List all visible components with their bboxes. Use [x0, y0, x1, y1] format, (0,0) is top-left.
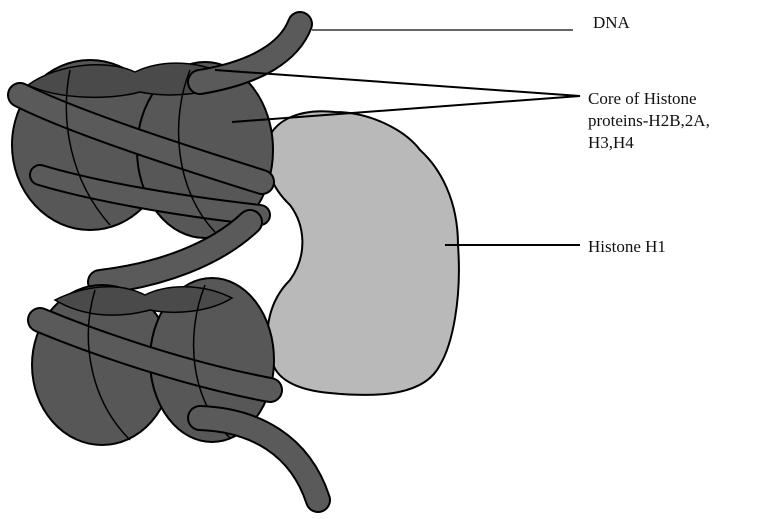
core-leader-line-1	[215, 70, 580, 96]
dna-label: DNA	[593, 12, 630, 34]
histone-core-label-line-1: Core of Histone	[588, 88, 710, 110]
histone-core-label-line-3: H3,H4	[588, 132, 710, 154]
histone-core-label: Core of Histone proteins-H2B,2A, H3,H4	[588, 88, 710, 154]
core-leader-line-2	[232, 96, 580, 122]
histone-h1-label: Histone H1	[588, 236, 666, 258]
histone-core-label-line-2: proteins-H2B,2A,	[588, 110, 710, 132]
histone-h1-shape	[266, 111, 459, 395]
